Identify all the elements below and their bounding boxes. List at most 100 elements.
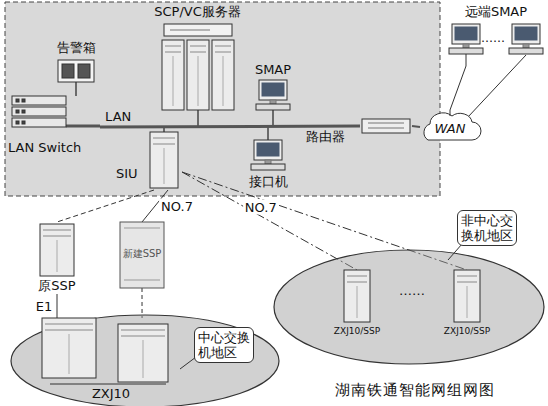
connector [57, 190, 154, 222]
zxj10-ssp-cabinet-icon-part [457, 276, 477, 277]
zxj10-ssp-cabinet: ZXJ10/SSP [432, 270, 502, 344]
lan-switch: LAN Switch [8, 92, 100, 162]
lan-switch-icon-part [16, 99, 19, 102]
node-text: SIU [116, 166, 186, 181]
ssp-cabinet: 原SSP [32, 222, 82, 294]
remote-smap-icon-part [523, 44, 529, 48]
smap-terminal-icon-part [262, 83, 284, 96]
lan-bus [66, 125, 100, 128]
scp-vc-server-icon-part [223, 56, 224, 106]
ssp-cabinet-icon-part [40, 224, 74, 276]
node-text: LAN Switch [8, 140, 100, 155]
wan-cloud-icon-part [450, 110, 451, 116]
node-text: 路由器 [306, 129, 358, 144]
zxj10-ssp-cabinet-icon-part [347, 282, 367, 283]
zxj10-ssp-cabinet-icon-part [457, 282, 477, 283]
interface-computer-icon-part [257, 143, 279, 156]
zxj10-switch-icon-part [45, 330, 93, 331]
zxj10-ssp-cabinet-icon-part [347, 276, 367, 277]
interface-computer-icon-part [251, 164, 285, 170]
scp-vc-server-icon-part [190, 52, 206, 53]
node-text: WAN [420, 121, 480, 136]
lan-drop [267, 126, 269, 140]
connector [450, 66, 466, 110]
central-exchange-area: 中心交换机地区 ZXJ10 [8, 305, 282, 406]
lan-drop [197, 110, 199, 126]
zxj10-ssp-cabinet-icon-part [467, 286, 468, 318]
smap-terminal: SMAP [248, 62, 298, 118]
lan-switch-icon-part [12, 96, 66, 105]
scp-vc-server-icon-part [165, 52, 181, 53]
router-icon-part [368, 123, 404, 124]
scp-vc-server-icon-part [187, 40, 209, 110]
ssp-cabinet-icon-part [43, 236, 71, 237]
node-text: ZXJ10/SSP [322, 326, 392, 337]
lan-switch-icon-part [22, 99, 25, 102]
new-ssp-cabinet-icon-part [124, 228, 160, 229]
siu-cabinet-icon-part [153, 144, 175, 145]
node-text: ZXJ10 [36, 386, 186, 401]
zxj10-ssp-cabinet-icon-part [454, 270, 480, 322]
alarm-box-icon-part [62, 64, 74, 78]
connector-label: LAN [103, 108, 133, 123]
lan-drop [272, 110, 274, 126]
remote-smap-icon-part [466, 54, 467, 66]
zxj10-switch-icon-part [121, 336, 165, 337]
connector-label: NO.7 [243, 200, 279, 215]
center-region [5, 2, 440, 196]
alarm-box: 告警箱 [48, 40, 104, 86]
node-text: 非中心交换机地区 [457, 210, 517, 246]
interface-computer: 接口机 [236, 136, 300, 194]
alarm-box-icon-part [78, 64, 90, 78]
remote-smap-icon-part [463, 44, 469, 48]
non-central-exchange-area-icon-part [448, 244, 462, 260]
scp-vc-server: SCP/VC服务器 [150, 4, 245, 116]
lan-switch-icon-part [16, 110, 19, 113]
zxj10-switch: ZXJ10 [36, 318, 186, 404]
node-text: 中心交换机地区 [194, 327, 254, 363]
scp-vc-server-icon-part [170, 30, 210, 31]
scp-vc-server-icon-part [162, 40, 184, 110]
interface-computer-icon-part [265, 160, 271, 164]
scp-vc-server-icon-part [165, 46, 181, 47]
lan-switch-icon-part [12, 107, 66, 116]
new-ssp-cabinet: 新建SSP [118, 222, 166, 288]
remote-smap-icon-part [452, 24, 480, 44]
zxj10-switch-icon-part [69, 334, 70, 374]
node-text: SCP/VC服务器 [150, 4, 245, 19]
siu-cabinet-icon-part [164, 148, 165, 184]
scp-vc-server-icon-part [190, 46, 206, 47]
lan-switch-icon-part [22, 110, 25, 113]
connector [142, 288, 143, 318]
siu-cabinet-icon-part [150, 132, 178, 188]
new-ssp-cabinet-icon-part [124, 280, 160, 281]
alarm-box-icon-part [58, 60, 94, 82]
siu-cabinet: SIU [112, 130, 182, 190]
zxj10-switch-icon-part [45, 324, 93, 325]
connector [57, 294, 58, 318]
remote-smap-icon-part [515, 27, 537, 40]
router-icon-part [362, 119, 410, 133]
zxj10-switch-icon-part [143, 340, 144, 378]
zxj10-switch-icon-part [50, 384, 166, 385]
smap-terminal-icon-part [270, 100, 276, 104]
node-text: SMAP [248, 62, 298, 77]
siu-cabinet-icon [112, 130, 182, 190]
remote-smap-icon-part [455, 27, 477, 40]
node-text: 原SSP [32, 278, 82, 293]
node-text: 远端SMAP [446, 4, 546, 19]
lan-switch-icon-part [16, 121, 19, 124]
ellipsis-label: …… [399, 283, 425, 298]
zxj10-switch-icon-part [42, 318, 96, 378]
node-text: 新建SSP [118, 248, 166, 260]
node-text: 告警箱 [48, 40, 104, 55]
connector [100, 126, 360, 127]
remote-smap-icon-part [449, 48, 483, 54]
interface-computer-icon-part [254, 140, 282, 160]
remote-smap-icon-part [512, 24, 540, 44]
connector-label: NO.7 [159, 199, 195, 214]
ellipsis-label: …… [481, 31, 505, 46]
zxj10-ssp-cabinet-icon-part [357, 286, 358, 318]
